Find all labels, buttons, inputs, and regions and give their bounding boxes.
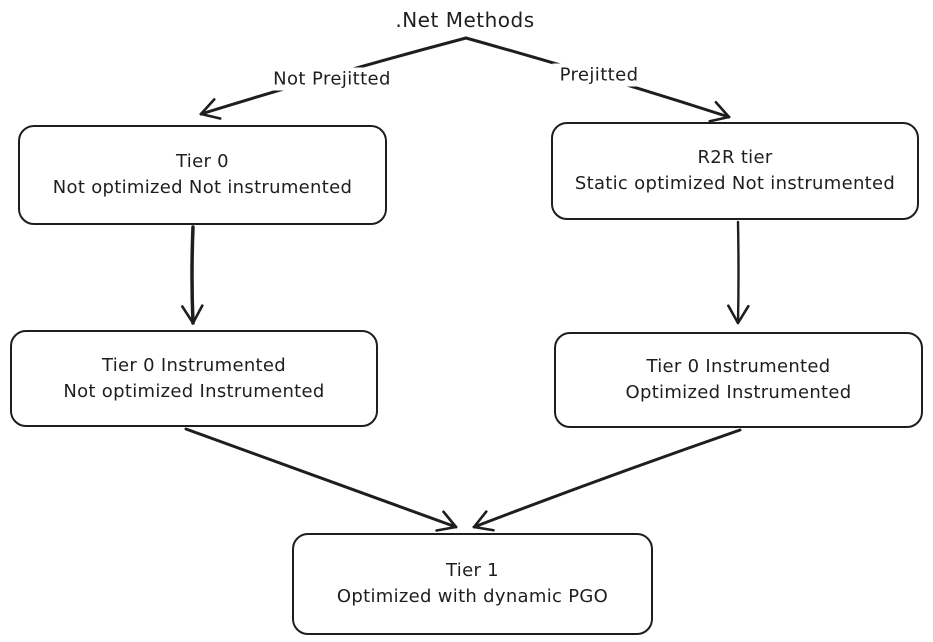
node-tier0-title: Tier 0 (176, 151, 229, 172)
node-tier0-optimized-instrumented: Tier 0 Instrumented Optimized Instrument… (554, 332, 923, 428)
node-r2r-title: R2R tier (697, 147, 773, 168)
node-tier0-subtitle: Not optimized Not instrumented (52, 177, 353, 198)
edge-left-instrumented-to-tier1-arrow (184, 427, 458, 532)
node-r2r-subtitle: Static optimized Not instrumented (574, 173, 896, 194)
node-tier1-title: Tier 1 (446, 560, 499, 581)
edge-tier0-to-instrumented-arrow (180, 225, 204, 325)
edge-right-instrumented-to-tier1-arrow (472, 428, 742, 532)
node-tier0-optimized-instrumented-subtitle: Optimized Instrumented (625, 382, 852, 403)
node-tier0-instrumented-subtitle: Not optimized Instrumented (63, 380, 325, 402)
node-tier1-subtitle: Optimized with dynamic PGO (336, 586, 609, 607)
node-tier0-optimized-instrumented-title: Tier 0 Instrumented (646, 356, 831, 377)
edge-label-not-prejitted: Not Prejitted (266, 67, 398, 91)
node-tier0-instrumented-title: Tier 0 Instrumented (101, 354, 287, 376)
edge-r2r-to-instrumented-arrow (727, 220, 750, 325)
edge-label-prejitted: Prejitted (552, 63, 646, 87)
node-tier0: Tier 0 Not optimized Not instrumented (18, 125, 387, 225)
node-tier0-instrumented: Tier 0 Instrumented Not optimized Instru… (10, 330, 378, 427)
diagram-title: .Net Methods (395, 8, 535, 32)
node-tier1: Tier 1 Optimized with dynamic PGO (292, 533, 653, 635)
node-r2r-tier: R2R tier Static optimized Not instrument… (551, 122, 919, 220)
